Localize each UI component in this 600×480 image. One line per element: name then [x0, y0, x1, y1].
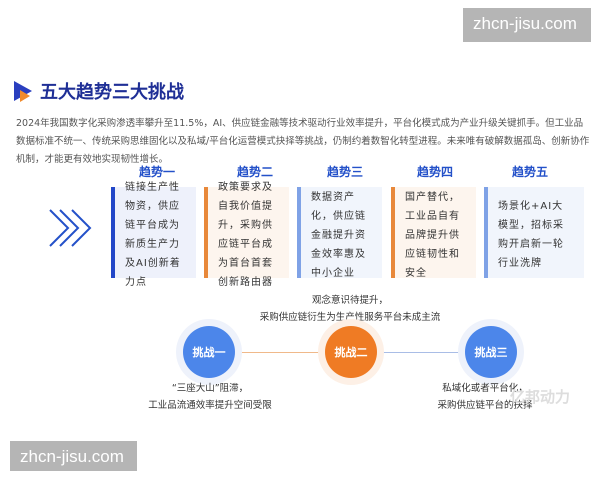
challenge-3-description: 私域化或者平台化， 采购供应链平台的抉择 [420, 380, 550, 414]
connector-line-2 [377, 352, 467, 353]
challenge-1-circle: 挑战一 [183, 326, 235, 378]
trend-3-text: 数据资产化，供应链金融提升资金效率惠及中小企业 [311, 191, 366, 279]
intro-paragraph: 2024年我国数字化采购渗透率攀升至11.5%，AI、供应链金融等技术驱动行业效… [16, 118, 590, 165]
source-logo: 亿邦动力 [510, 388, 571, 406]
challenge-3-circle: 挑战三 [465, 326, 517, 378]
double-chevron-icon [49, 209, 92, 247]
challenge-1-line1: “三座大山”阻滞， [171, 383, 249, 394]
watermark-top: zhcn-jisu.com [463, 8, 591, 42]
trend-4-heading: 趋势四 [416, 165, 453, 179]
challenge-1-description: “三座大山”阻滞， 工业品流通效率提升空间受限 [130, 380, 290, 414]
trend-2-card: 政策要求及自我价值提升，采购供应链平台成为首台首套创新路由器 [204, 182, 289, 288]
challenge-3-line1: 私域化或者平台化， [442, 383, 528, 394]
trend-1-heading: 趋势一 [138, 165, 175, 179]
trend-4-card: 国产替代，工业品自有品牌提升供应链韧性和安全 [391, 187, 476, 279]
challenge-2-line2: 采购供应链衍生为生产性服务平台未成主流 [259, 312, 441, 323]
challenge-2-circle: 挑战二 [325, 326, 377, 378]
trend-3-card: 数据资产化，供应链金融提升资金效率惠及中小企业 [297, 187, 382, 279]
trend-5-text: 场景化+AI大模型，招标采购开启新一轮行业洗牌 [498, 201, 564, 269]
trend-4-text: 国产替代，工业品自有品牌提升供应链韧性和安全 [405, 191, 460, 279]
watermark-bottom: zhcn-jisu.com [10, 441, 137, 471]
trend-1-text: 链接生产性物资，供应链平台成为新质生产力及AI创新着力点 [125, 182, 181, 288]
trend-2-heading: 趋势二 [236, 165, 273, 179]
trend-3-heading: 趋势三 [326, 165, 363, 179]
title-text: 五大趋势三大挑战 [40, 82, 184, 103]
trend-5-heading: 趋势五 [511, 165, 548, 179]
trend-2-text: 政策要求及自我价值提升，采购供应链平台成为首台首套创新路由器 [218, 182, 273, 288]
challenge-3-line2: 采购供应链平台的抉择 [437, 400, 533, 411]
connector-line-1 [235, 352, 325, 353]
challenge-2-description: 观念意识待提升， 采购供应链衍生为生产性服务平台未成主流 [230, 292, 470, 326]
challenge-2-line1: 观念意识待提升， [311, 295, 388, 306]
challenge-1-line2: 工业品流通效率提升空间受限 [148, 400, 272, 411]
section-title: 五大趋势三大挑战 [14, 78, 184, 104]
trend-1-card: 链接生产性物资，供应链平台成为新质生产力及AI创新着力点 [111, 182, 196, 288]
trend-5-card: 场景化+AI大模型，招标采购开启新一轮行业洗牌 [484, 187, 584, 278]
play-arrow-icon [14, 81, 32, 102]
